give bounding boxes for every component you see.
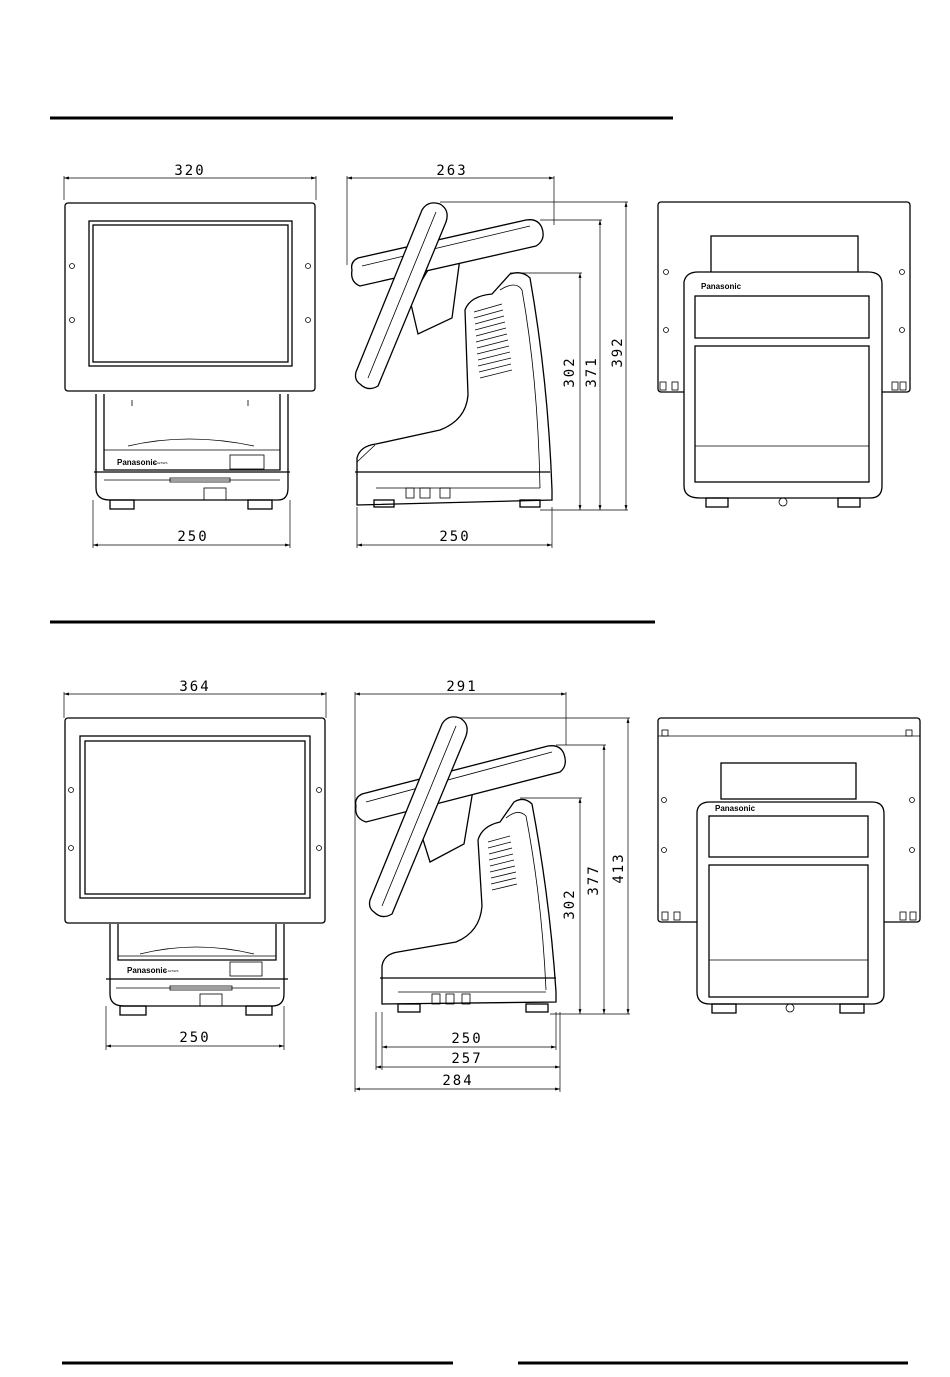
front2-base-label: 250 <box>179 1030 210 1046</box>
side2-height-413: 413 <box>611 852 627 883</box>
front1-brand: Panasonic <box>117 458 158 467</box>
figure2-side-view: 291 302 377 413 <box>355 679 630 1092</box>
side1-height-392: 392 <box>610 336 626 367</box>
side2-depth-284: 284 <box>442 1073 473 1089</box>
figure2-rear-view: Panasonic <box>658 718 920 1013</box>
side2-depth-257: 257 <box>451 1051 482 1067</box>
front1-width-label: 320 <box>174 163 205 179</box>
figure2-front-view: 364 Panasonic JS-925WS 250 <box>64 679 326 1050</box>
rear1-brand: Panasonic <box>701 282 742 291</box>
front2-width-label: 364 <box>179 679 210 695</box>
figure1-rear-view: Panasonic <box>658 202 910 507</box>
front2-model: JS-925WS <box>163 969 179 973</box>
front1-base-label: 250 <box>177 529 208 545</box>
side2-height-302: 302 <box>562 888 578 919</box>
front1-model: JS-925WS <box>152 461 168 465</box>
side2-width-label: 291 <box>446 679 477 695</box>
figure1-front-view: 320 Panasonic JS-925WS 250 <box>64 163 316 548</box>
side1-base-label: 250 <box>439 529 470 545</box>
side1-height-371: 371 <box>584 356 600 387</box>
side2-height-377: 377 <box>586 864 602 895</box>
rear2-brand: Panasonic <box>715 804 756 813</box>
side2-depth-250: 250 <box>451 1031 482 1047</box>
side1-height-302: 302 <box>562 356 578 387</box>
figure1-side-view: 263 <box>347 163 628 548</box>
front2-brand: Panasonic <box>127 966 168 975</box>
side1-width-label: 263 <box>436 163 467 179</box>
